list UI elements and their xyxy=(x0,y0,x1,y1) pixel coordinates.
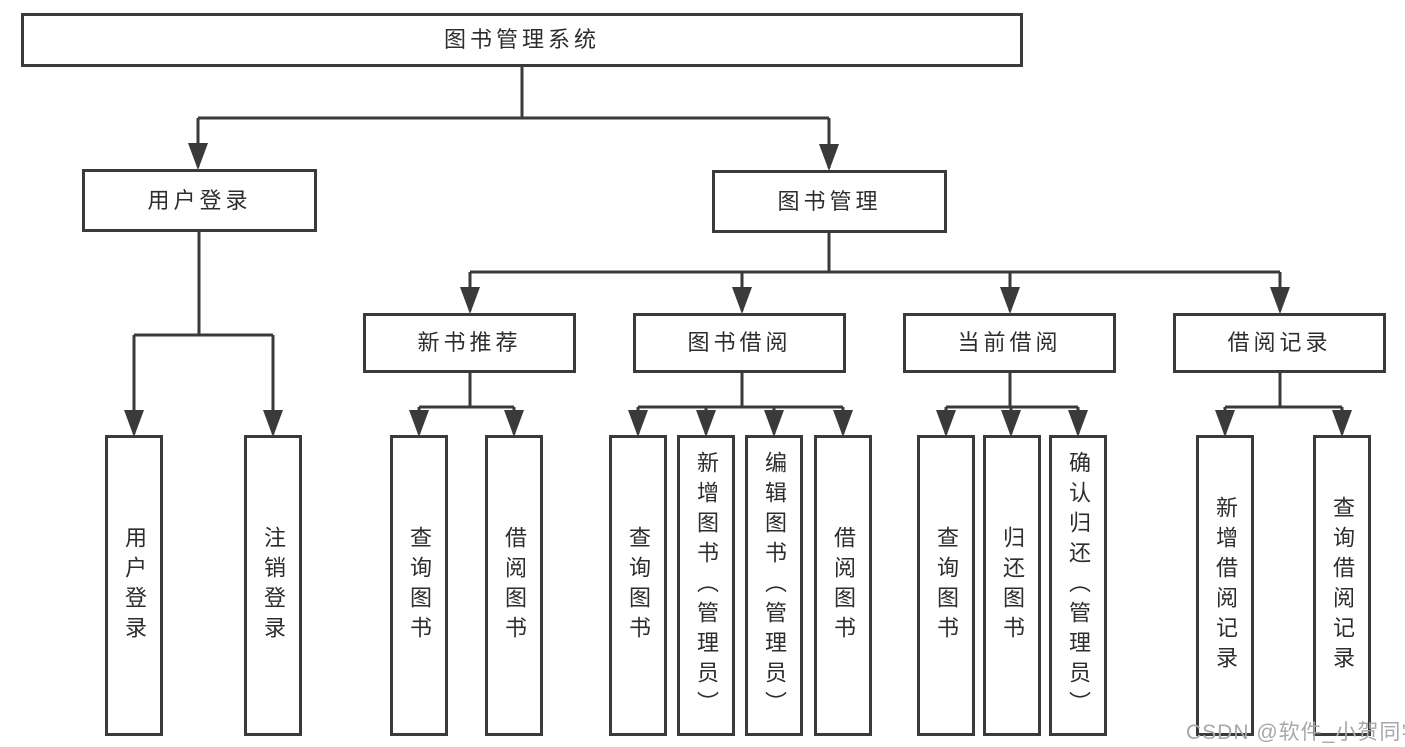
leaf-recommend-query-books: 查询图书 xyxy=(390,435,448,736)
node-root-library-system: 图书管理系统 xyxy=(21,13,1023,67)
leaf-recommend-borrow-books-label: 借阅图书 xyxy=(502,525,527,646)
leaf-user-login: 用户登录 xyxy=(105,435,163,736)
node-book-management-branch: 图书管理 xyxy=(712,170,947,233)
leaf-records-add-borrow-record: 新增借阅记录 xyxy=(1196,435,1254,736)
leaf-records-add-borrow-record-label: 新增借阅记录 xyxy=(1213,495,1238,676)
node-current-borrowing: 当前借阅 xyxy=(903,313,1116,373)
leaf-borrowing-add-books-admin-label: 新增图书（管理员） xyxy=(694,450,719,721)
arrowheads xyxy=(124,143,1352,437)
leaf-records-query-borrow-record: 查询借阅记录 xyxy=(1313,435,1371,736)
node-borrowing-records: 借阅记录 xyxy=(1173,313,1386,373)
node-new-book-recommend: 新书推荐 xyxy=(363,313,576,373)
leaf-borrowing-edit-books-admin: 编辑图书（管理员） xyxy=(745,435,803,736)
leaf-current-confirm-return-admin-label: 确认归还（管理员） xyxy=(1066,450,1091,721)
leaf-logout-label: 注销登录 xyxy=(261,525,286,646)
leaf-current-query-books-label: 查询图书 xyxy=(934,525,959,646)
leaf-borrowing-edit-books-admin-label: 编辑图书（管理员） xyxy=(762,450,787,721)
leaf-records-query-borrow-record-label: 查询借阅记录 xyxy=(1330,495,1355,676)
leaf-user-login-label: 用户登录 xyxy=(122,525,147,646)
leaf-current-query-books: 查询图书 xyxy=(917,435,975,736)
leaf-recommend-query-books-label: 查询图书 xyxy=(407,525,432,646)
leaf-logout: 注销登录 xyxy=(244,435,302,736)
node-user-login-branch: 用户登录 xyxy=(82,169,317,232)
leaf-borrowing-borrow-books: 借阅图书 xyxy=(814,435,872,736)
leaf-borrowing-query-books-label: 查询图书 xyxy=(626,525,651,646)
leaf-borrowing-add-books-admin: 新增图书（管理员） xyxy=(677,435,735,736)
leaf-current-return-books: 归还图书 xyxy=(983,435,1041,736)
leaf-current-return-books-label: 归还图书 xyxy=(1000,525,1025,646)
csdn-watermark: CSDN @软件_小贺同学 xyxy=(1186,721,1405,744)
leaf-recommend-borrow-books: 借阅图书 xyxy=(485,435,543,736)
leaf-current-confirm-return-admin: 确认归还（管理员） xyxy=(1049,435,1107,736)
leaf-borrowing-query-books: 查询图书 xyxy=(609,435,667,736)
node-book-borrowing: 图书借阅 xyxy=(633,313,846,373)
leaf-borrowing-borrow-books-label: 借阅图书 xyxy=(831,525,856,646)
